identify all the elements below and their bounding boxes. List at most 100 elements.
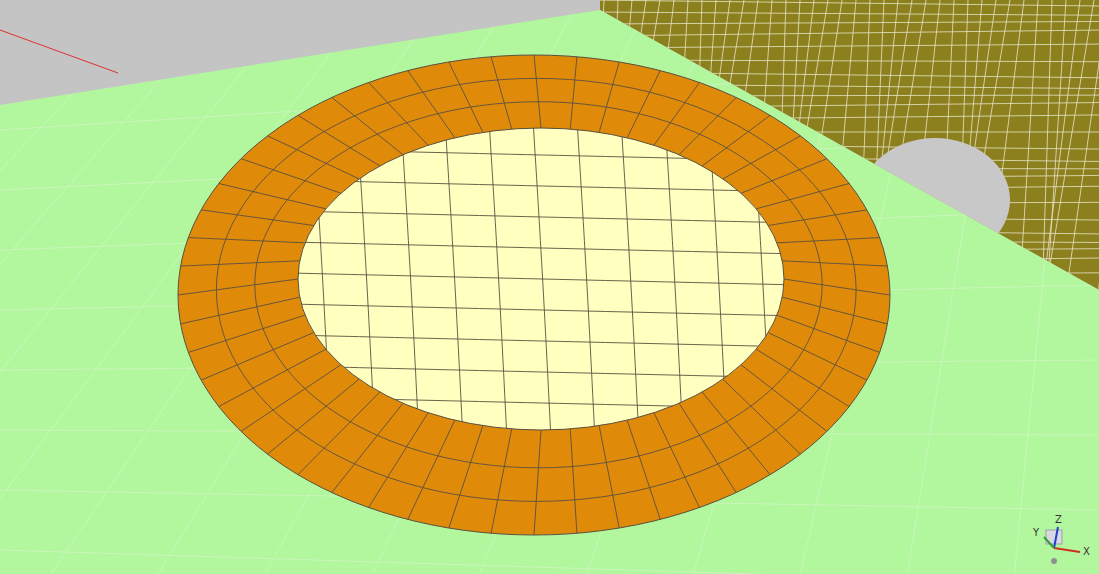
mesh-line	[533, 120, 551, 440]
mesh-line	[599, 426, 619, 528]
mesh-line	[654, 413, 700, 508]
mesh-line	[654, 82, 700, 145]
mesh-line	[290, 304, 800, 316]
mesh-line	[216, 78, 856, 501]
mesh-line	[768, 333, 867, 381]
axis-label: Y	[1033, 527, 1039, 538]
mesh-line	[491, 429, 512, 533]
mesh-line	[784, 279, 890, 295]
mesh-line	[219, 183, 326, 208]
mesh-line	[290, 459, 800, 471]
mesh-line	[679, 97, 736, 154]
mesh-line	[756, 183, 849, 208]
mesh-line	[768, 210, 867, 226]
mesh-line	[313, 120, 331, 440]
mesh-line	[741, 159, 827, 194]
mesh-line	[782, 297, 887, 324]
mesh-line	[268, 379, 360, 454]
mesh-line	[449, 426, 483, 528]
grid-line	[0, 550, 1099, 574]
mesh-line	[290, 397, 800, 409]
axis-label: X	[1083, 546, 1090, 557]
mesh-line	[181, 261, 300, 266]
mesh-line	[290, 366, 800, 378]
mesh-line	[369, 413, 429, 508]
mesh-line	[449, 62, 483, 132]
mesh-line	[290, 211, 800, 223]
mesh-line	[408, 71, 455, 138]
z-axis	[1054, 527, 1058, 548]
mesh-line	[298, 392, 380, 475]
mesh-line	[268, 136, 360, 179]
mesh-line	[201, 210, 314, 226]
mesh-line	[401, 120, 419, 440]
mesh-line	[332, 97, 403, 154]
mesh-line	[290, 273, 800, 285]
mesh-line	[665, 120, 683, 440]
mesh-line	[590, 30, 1099, 36]
mesh-line	[357, 120, 375, 440]
mesh-line	[797, 120, 815, 440]
mesh-line	[590, 12, 1099, 15]
mesh-line	[679, 403, 736, 492]
mesh-line	[269, 120, 287, 440]
grid-line	[0, 0, 90, 574]
grid-line	[0, 0, 160, 574]
mesh-line	[590, 0, 1099, 6]
mesh-line	[777, 315, 880, 352]
mesh-line	[777, 238, 880, 243]
mesh-line	[534, 430, 541, 535]
mesh-line	[219, 349, 326, 406]
mesh-line	[741, 365, 827, 432]
mesh-line	[290, 242, 800, 254]
mesh-line	[1098, 0, 1099, 300]
grid-line	[0, 0, 20, 574]
inner-mesh	[269, 87, 815, 471]
mesh-line	[709, 120, 727, 440]
mesh-line	[756, 349, 849, 406]
mesh-line	[369, 82, 429, 145]
mesh-line	[570, 57, 577, 129]
mesh-line	[201, 333, 314, 381]
mesh-line	[489, 120, 507, 440]
mesh-line	[290, 428, 800, 440]
mesh-line	[627, 71, 660, 138]
x-axis	[1054, 548, 1080, 552]
mesh-line	[782, 261, 887, 266]
y-axis	[1044, 537, 1054, 548]
green-plate	[0, 10, 1099, 574]
axis-triad	[1044, 527, 1080, 564]
mesh-line	[445, 120, 463, 440]
triad-base	[1051, 558, 1057, 564]
mesh-line	[534, 55, 541, 128]
mesh-line	[290, 149, 800, 161]
mesh-line	[621, 120, 639, 440]
mesh-line	[181, 297, 300, 324]
annulus-mesh	[178, 55, 890, 535]
mesh-line	[188, 315, 305, 352]
mesh-line	[255, 102, 822, 468]
annulus	[178, 55, 890, 535]
mesh-line	[491, 57, 512, 129]
axis-label: Z	[1055, 514, 1062, 525]
mesh-line	[290, 335, 800, 347]
mesh-line	[188, 238, 305, 243]
mesh-line	[1065, 0, 1099, 300]
mesh-line	[178, 279, 298, 295]
mesh-line	[627, 420, 660, 519]
mesh-line	[570, 429, 577, 533]
mesh-line	[290, 87, 800, 99]
mesh-line	[290, 180, 800, 192]
mesh-line	[1041, 0, 1080, 300]
mesh-line	[408, 420, 455, 519]
mesh-line	[702, 392, 770, 475]
red-axis-line	[0, 30, 118, 73]
mesh-line	[290, 118, 800, 130]
mesh-line	[599, 62, 619, 132]
mesh-line	[590, 22, 1099, 24]
mesh-line	[1047, 0, 1066, 300]
